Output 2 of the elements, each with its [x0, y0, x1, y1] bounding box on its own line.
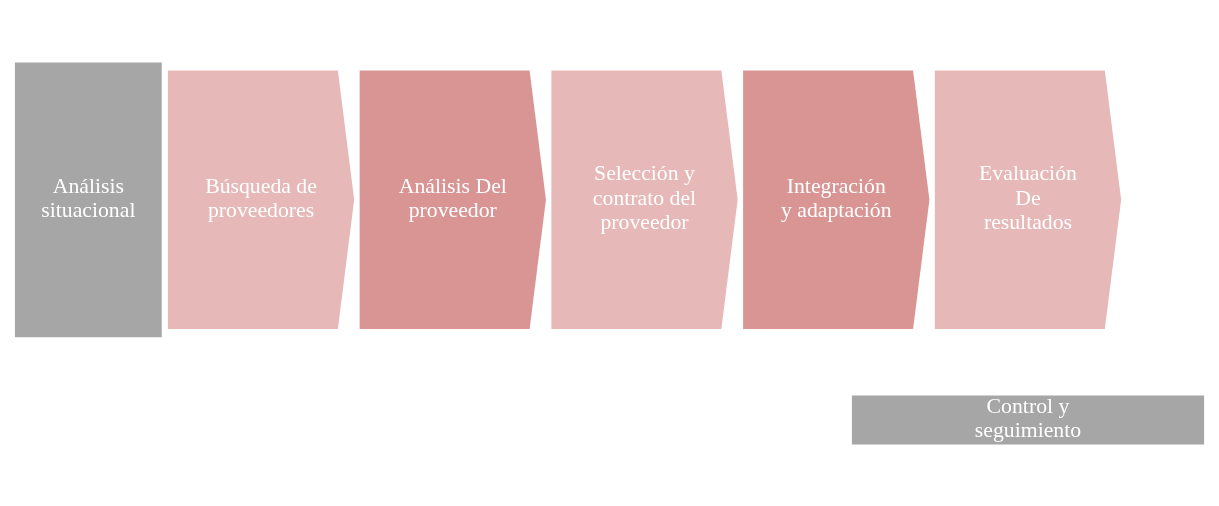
node-box: Análisis situacional — [14, 61, 162, 337]
node-box: Control y seguimiento — [851, 395, 1205, 445]
